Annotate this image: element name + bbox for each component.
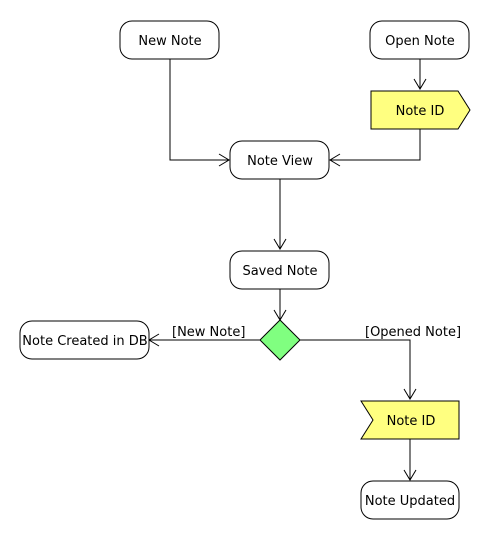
node-note-view: Note View <box>229 140 330 180</box>
arrowhead-open-note-to-note-id <box>413 78 427 90</box>
guard-opened-note: [Opened Note] <box>365 325 461 340</box>
node-note-created-label: Note Created in DB <box>22 334 147 349</box>
arrowhead-note-view-to-saved-note <box>273 238 287 250</box>
decision-node <box>259 319 301 361</box>
edges <box>148 59 427 481</box>
guard-new-note: [New Note] <box>172 325 245 340</box>
node-saved-note-label: Saved Note <box>242 264 317 279</box>
node-note-updated-label: Note Updated <box>365 494 455 509</box>
node-note-id-send: Note ID <box>370 90 471 130</box>
arrowhead-decision-to-note-id-receive <box>403 388 417 400</box>
arrowhead-note-id-receive-to-note-updated <box>403 469 417 481</box>
node-open-note-label: Open Note <box>385 34 455 49</box>
node-saved-note: Saved Note <box>229 250 330 290</box>
node-new-note-label: New Note <box>138 34 201 49</box>
edge-note-id-to-note-view <box>330 129 421 161</box>
node-new-note: New Note <box>119 20 220 60</box>
node-note-id-receive-label: Note ID <box>387 414 436 429</box>
decision-diamond <box>259 319 301 361</box>
node-note-id-send-label: Note ID <box>396 104 445 119</box>
arrowhead-note-id-to-note-view <box>329 153 341 167</box>
node-note-updated: Note Updated <box>360 480 460 520</box>
receive-signal-shape <box>360 400 460 440</box>
node-note-created: Note Created in DB <box>19 320 150 360</box>
arrowhead-new-note-to-note-view <box>218 153 230 167</box>
node-note-view-label: Note View <box>247 154 313 169</box>
send-signal-shape <box>370 90 471 130</box>
node-note-id-receive: Note ID <box>360 400 460 440</box>
edge-decision-to-note-id-receive <box>300 339 411 399</box>
node-open-note: Open Note <box>369 20 470 60</box>
edge-new-note-to-note-view <box>169 59 229 161</box>
